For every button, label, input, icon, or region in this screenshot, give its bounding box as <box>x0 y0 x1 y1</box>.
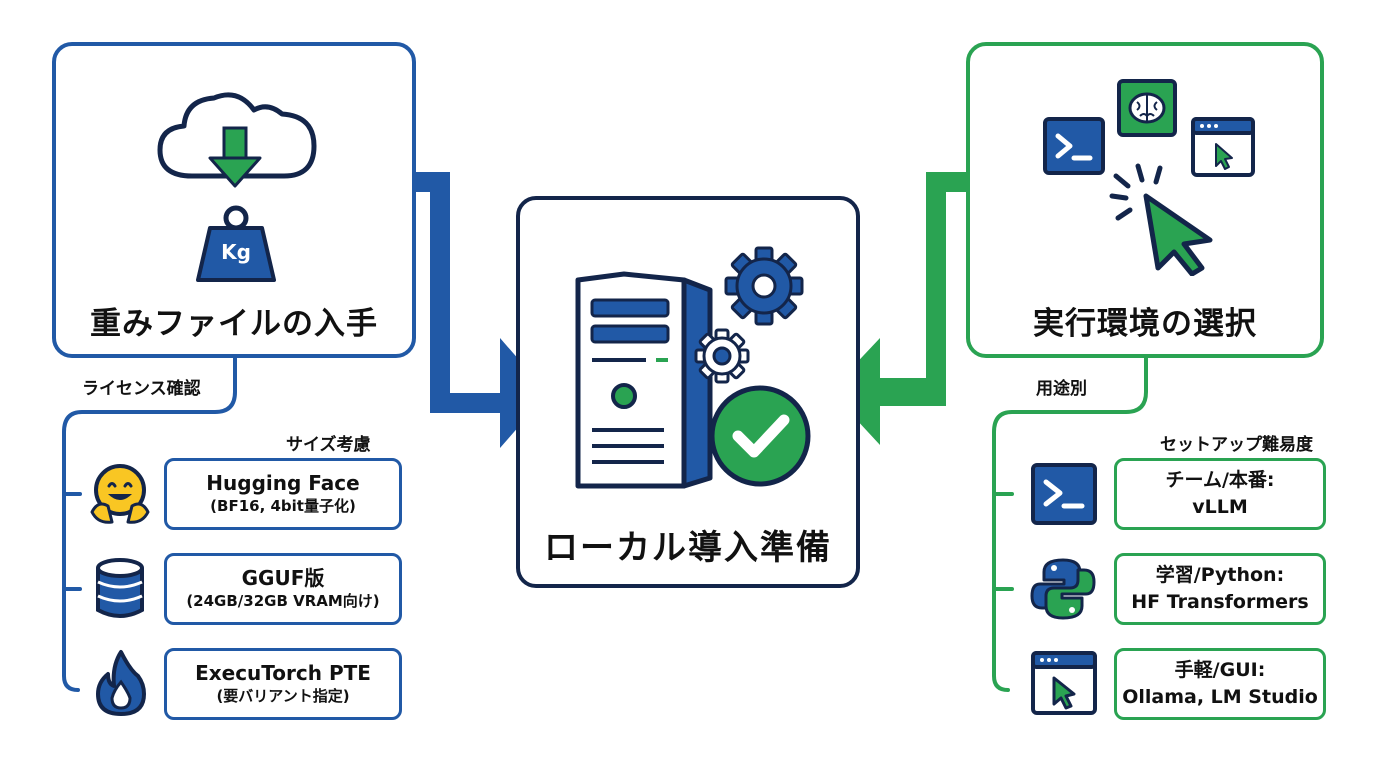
hf-transformers-use-case: 学習/Python: <box>1155 564 1285 586</box>
hugging-face-icon <box>90 464 150 524</box>
hugging-face-name: Hugging Face <box>206 471 360 495</box>
vllm-use-case: チーム/本番: <box>1165 469 1275 491</box>
vllm-option[interactable]: チーム/本番: vLLM <box>1114 458 1326 530</box>
weight-file-title: 重みファイルの入手 <box>90 306 378 342</box>
executorch-detail: (要バリアント指定) <box>216 687 350 705</box>
cursor-click-icon <box>1109 163 1213 276</box>
gguf-name: GGUF版 <box>241 566 325 590</box>
hugging-face-option[interactable]: Hugging Face (BF16, 4bit量子化) <box>164 458 402 530</box>
hugging-face-detail: (BF16, 4bit量子化) <box>210 497 356 515</box>
local-setup-title: ローカル導入準備 <box>544 528 832 568</box>
terminal-icon <box>1031 463 1097 525</box>
brain-icon <box>1117 79 1177 137</box>
browser-window-icon <box>1191 117 1255 177</box>
database-icon <box>96 558 144 618</box>
flame-icon <box>96 650 146 716</box>
hf-transformers-option[interactable]: 学習/Python: HF Transformers <box>1114 553 1326 625</box>
terminal-icon <box>1043 117 1105 175</box>
runtime-env-title: 実行環境の選択 <box>1033 306 1257 342</box>
runtime-env-card: 実行環境の選択 <box>966 42 1324 358</box>
license-check-label: ライセンス確認 <box>78 374 205 399</box>
vllm-tool: vLLM <box>1192 496 1248 518</box>
gui-window-icon <box>1031 651 1097 715</box>
blue-tree-connector <box>62 354 237 692</box>
green-flow-arrow <box>830 172 966 445</box>
gguf-detail: (24GB/32GB VRAM向け) <box>186 592 380 610</box>
local-setup-card: ローカル導入準備 <box>516 196 860 588</box>
weight-file-card: Kg 重みファイルの入手 <box>52 42 416 358</box>
by-use-case-label: 用途別 <box>1032 374 1091 399</box>
python-icon <box>1030 558 1096 620</box>
size-consideration-label: サイズ考慮 <box>282 430 375 455</box>
ollama-lmstudio-option[interactable]: 手軽/GUI: Ollama, LM Studio <box>1114 648 1326 720</box>
blue-flow-arrow <box>412 172 548 448</box>
server-gear-check-icon <box>575 246 811 489</box>
hf-transformers-tool: HF Transformers <box>1131 591 1309 613</box>
executorch-option[interactable]: ExecuTorch PTE (要バリアント指定) <box>164 648 402 720</box>
ollama-use-case: 手軽/GUI: <box>1174 659 1266 681</box>
setup-difficulty-label: セットアップ難易度 <box>1156 430 1317 455</box>
ollama-tool: Ollama, LM Studio <box>1122 686 1318 708</box>
cloud-download-icon <box>157 92 317 188</box>
gguf-option[interactable]: GGUF版 (24GB/32GB VRAM向け) <box>164 553 402 625</box>
green-tree-connector <box>992 354 1148 692</box>
weight-icon <box>196 205 276 282</box>
weight-icon-label: Kg <box>221 240 251 264</box>
executorch-name: ExecuTorch PTE <box>195 661 371 685</box>
